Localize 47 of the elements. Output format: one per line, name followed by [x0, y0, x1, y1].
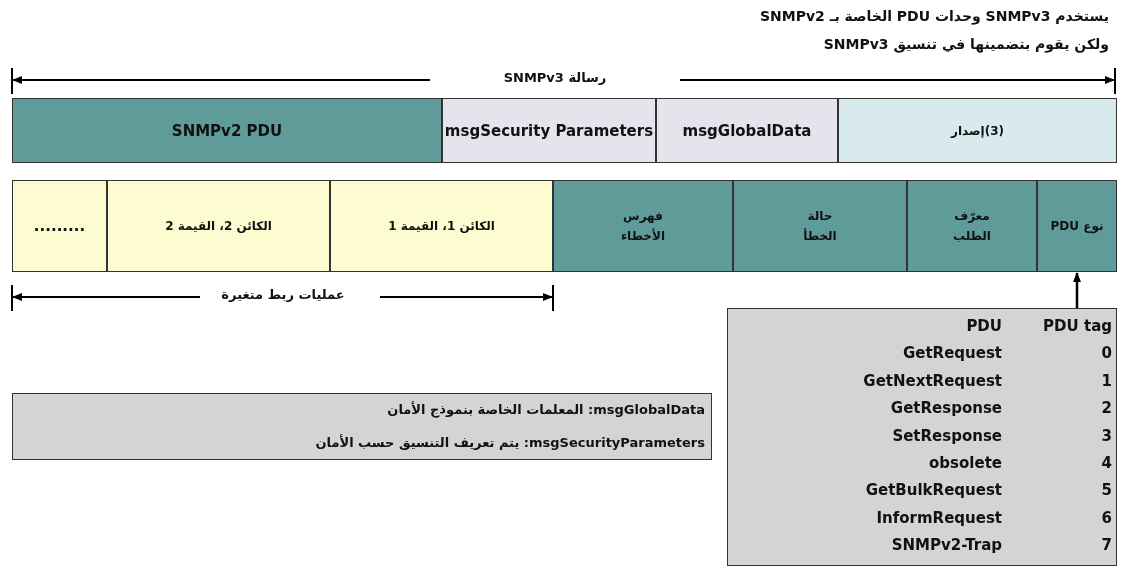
field-label: msgGlobalData	[682, 120, 812, 142]
pdu-tag: 2	[1101, 397, 1112, 420]
note-text: msgGlobalData: المعلمات الخاصة بنموذج الأمان	[387, 400, 705, 420]
field-label: msgSecurity Parameters	[444, 120, 654, 142]
note-box	[12, 393, 712, 460]
header-field	[838, 98, 1117, 163]
pdu-field	[553, 180, 733, 272]
pdu-name: obsolete	[929, 453, 1002, 474]
binding-field	[12, 180, 107, 272]
field-label: SNMPv2 PDU	[171, 120, 283, 142]
note-text: msgSecurityParameters: يتم تعريف التنسيق حسب الأمان	[315, 433, 705, 452]
pdu-name: GetNextRequest	[863, 370, 1002, 392]
field-label: فهرس الأخطاء	[620, 208, 666, 245]
header-field	[656, 98, 838, 163]
pdu-name: GetBulkRequest	[865, 480, 1002, 502]
pdu-tag: 4	[1101, 452, 1112, 474]
heading-text: ولكن يقوم بتضمينها في تنسيق SNMPv3	[823, 36, 1109, 52]
pdu-name: GetRequest	[902, 343, 1002, 365]
pdu-name: PDU	[966, 316, 1002, 337]
pdu-name: InformRequest	[876, 507, 1002, 529]
pdu-name: SNMPv2-Trap	[891, 535, 1002, 557]
pdu-tag-table	[727, 308, 1117, 566]
pdu-name: GetResponse	[890, 398, 1002, 420]
pdu-tag: PDU tag	[1043, 315, 1112, 337]
header-field	[12, 98, 442, 163]
field-label: (3)إصدار	[951, 122, 1004, 140]
heading-text: يستخدم SNMPv3 وحدات PDU الخاصة بـ SNMPv2	[759, 8, 1109, 24]
header-field	[442, 98, 656, 163]
binding-field	[107, 180, 330, 272]
pdu-tag: 0	[1101, 342, 1112, 365]
field-label: الكائن 1، القيمة 1	[388, 218, 495, 235]
arrow	[1073, 272, 1081, 308]
pdu-field	[733, 180, 907, 272]
field-label: نوع PDU	[1050, 218, 1104, 236]
field-label: حالة الخطأ	[802, 208, 838, 245]
pdu-tag: 3	[1101, 424, 1112, 447]
field-label: .........	[33, 216, 86, 237]
pdu-field	[907, 180, 1037, 272]
pdu-name: SetResponse	[892, 425, 1002, 447]
pdu-field	[1037, 180, 1117, 272]
pdu-tag: 5	[1101, 479, 1112, 502]
pdu-tag: 7	[1101, 534, 1112, 557]
pdu-tag: 6	[1101, 506, 1112, 529]
pdu-tag: 1	[1101, 369, 1112, 392]
binding-field	[330, 180, 553, 272]
field-label: معرّف الطلب	[952, 208, 992, 245]
field-label: الكائن 2، القيمة 2	[165, 218, 272, 235]
